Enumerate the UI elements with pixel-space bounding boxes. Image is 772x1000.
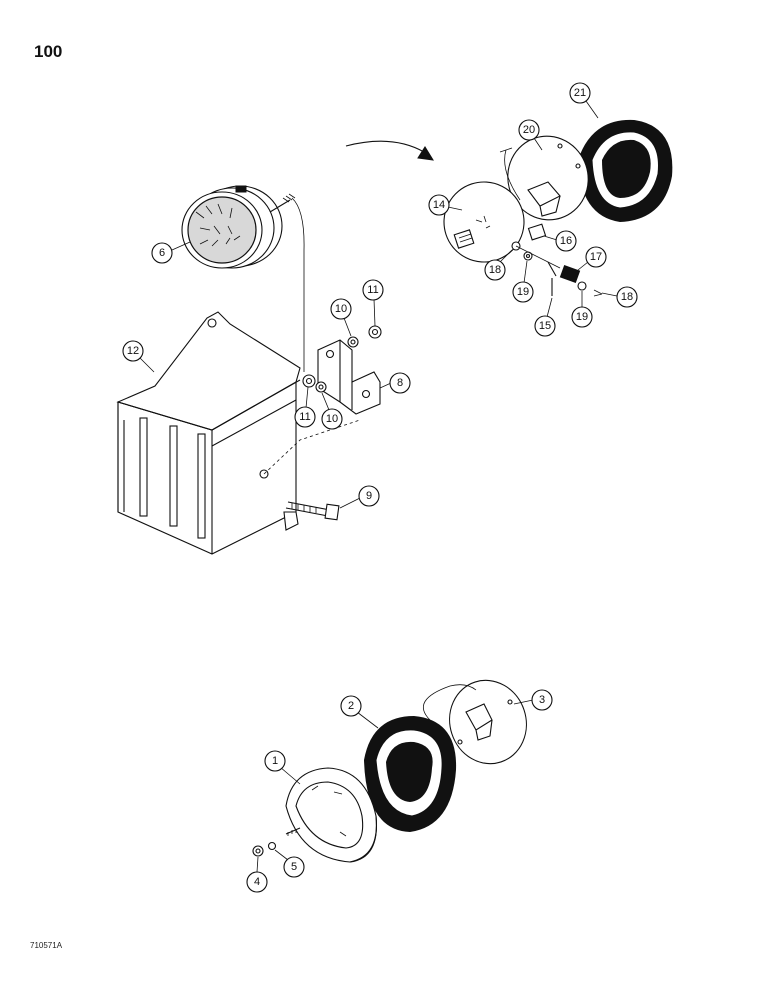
svg-text:9: 9 [366,490,372,502]
svg-text:18: 18 [621,291,633,303]
nut-washer-set [302,325,382,393]
figure-code: 710571A [30,941,63,950]
svg-text:6: 6 [159,247,165,259]
svg-text:4: 4 [254,876,260,888]
callout-17: 17 [577,246,607,271]
svg-text:16: 16 [560,235,572,247]
callout-10-lower: 10 [321,392,343,430]
callout-8: 8 [379,372,411,394]
exploded-lamp-top [443,119,673,297]
callout-14: 14 [428,194,463,216]
callout-4: 4 [246,856,268,893]
callout-12: 12 [122,340,155,373]
callout-19-left: 19 [512,260,534,303]
svg-text:12: 12 [127,345,139,357]
callout-18-right: 18 [601,286,638,308]
callout-16: 16 [543,230,577,252]
callout-18-left: 18 [484,249,513,281]
callout-9: 9 [339,485,380,509]
callout-1: 1 [264,750,301,785]
callout-11-lower: 11 [294,386,316,428]
svg-text:14: 14 [433,199,445,211]
callout-19-right: 19 [571,291,593,328]
svg-text:11: 11 [367,284,378,296]
callout-5: 5 [274,849,305,878]
svg-text:11: 11 [299,411,310,423]
svg-text:2: 2 [348,700,354,712]
svg-text:20: 20 [523,124,535,136]
callout-20: 20 [518,119,543,151]
callout-2: 2 [340,695,379,729]
svg-text:19: 19 [576,311,588,323]
callout-3: 3 [513,689,553,711]
svg-text:15: 15 [539,320,551,332]
lamp-guard [116,311,361,555]
svg-text:19: 19 [517,286,529,298]
svg-text:3: 3 [539,694,545,706]
work-lamp [181,185,296,269]
svg-text:21: 21 [574,87,586,99]
callout-11-upper: 11 [362,279,384,327]
callout-10-upper: 10 [330,298,352,337]
mounting-bracket [317,339,381,415]
svg-text:10: 10 [335,303,347,315]
callout-21: 21 [569,82,599,119]
svg-text:8: 8 [397,377,403,389]
svg-text:5: 5 [291,861,297,873]
callout-15: 15 [534,297,556,337]
callout-6: 6 [151,241,191,264]
bolt [285,501,340,521]
svg-text:10: 10 [326,413,338,425]
svg-text:17: 17 [590,251,602,263]
page-number: 100 [34,42,63,61]
exploded-lamp-bottom [252,679,527,863]
svg-text:1: 1 [272,755,278,767]
svg-text:18: 18 [489,264,501,276]
direction-arrow [345,140,434,161]
